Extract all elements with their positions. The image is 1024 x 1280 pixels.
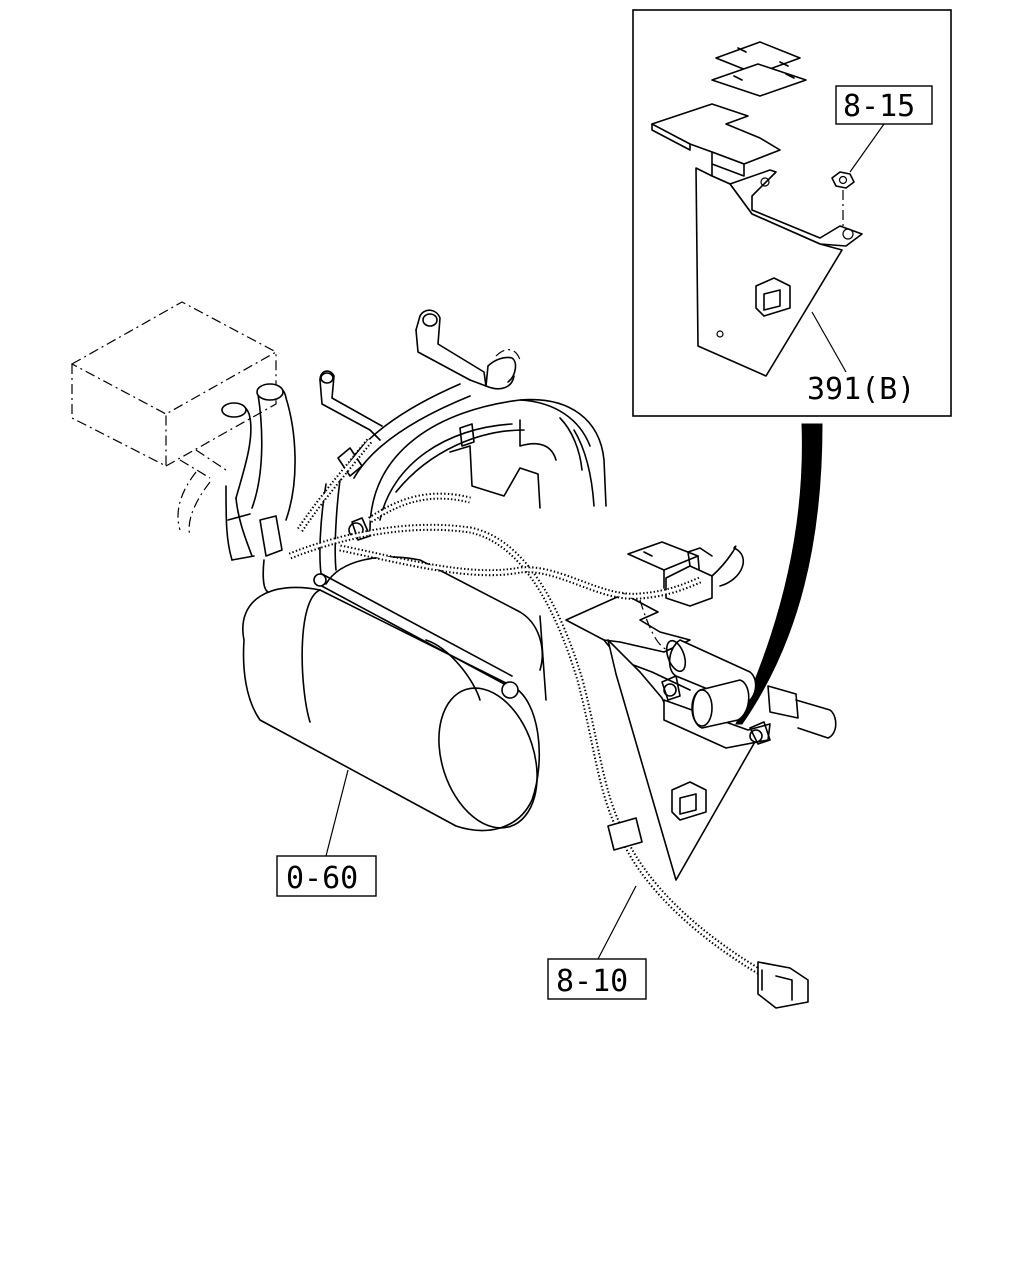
bracket-391b-detail — [651, 41, 863, 377]
svg-text:8-10: 8-10 — [556, 964, 628, 999]
wiring-harness-8-10 — [288, 437, 809, 1009]
svg-text:8-15: 8-15 — [843, 89, 915, 124]
callout-8-10: 8-10 — [547, 885, 647, 1000]
detail-pointer-arrow — [735, 423, 823, 725]
callout-391b: 391(B) — [807, 311, 915, 407]
svg-text:391(B): 391(B) — [807, 372, 915, 407]
nut-8-15-detail — [831, 171, 855, 226]
callout-0-60: 0-60 — [276, 769, 377, 897]
bell-housing — [369, 398, 607, 531]
inset-detail-view: 8-15 391(B) — [632, 9, 952, 417]
main-engine-view: 0-60 8-10 — [70, 301, 837, 1009]
upper-pipe-brackets — [319, 309, 521, 581]
coolant-hoses — [177, 383, 296, 593]
callout-8-15: 8-15 — [835, 85, 933, 173]
control-module-box — [70, 301, 278, 479]
sensor-fitting — [639, 599, 837, 739]
svg-text:0-60: 0-60 — [286, 861, 358, 896]
starter-motor — [242, 517, 547, 832]
